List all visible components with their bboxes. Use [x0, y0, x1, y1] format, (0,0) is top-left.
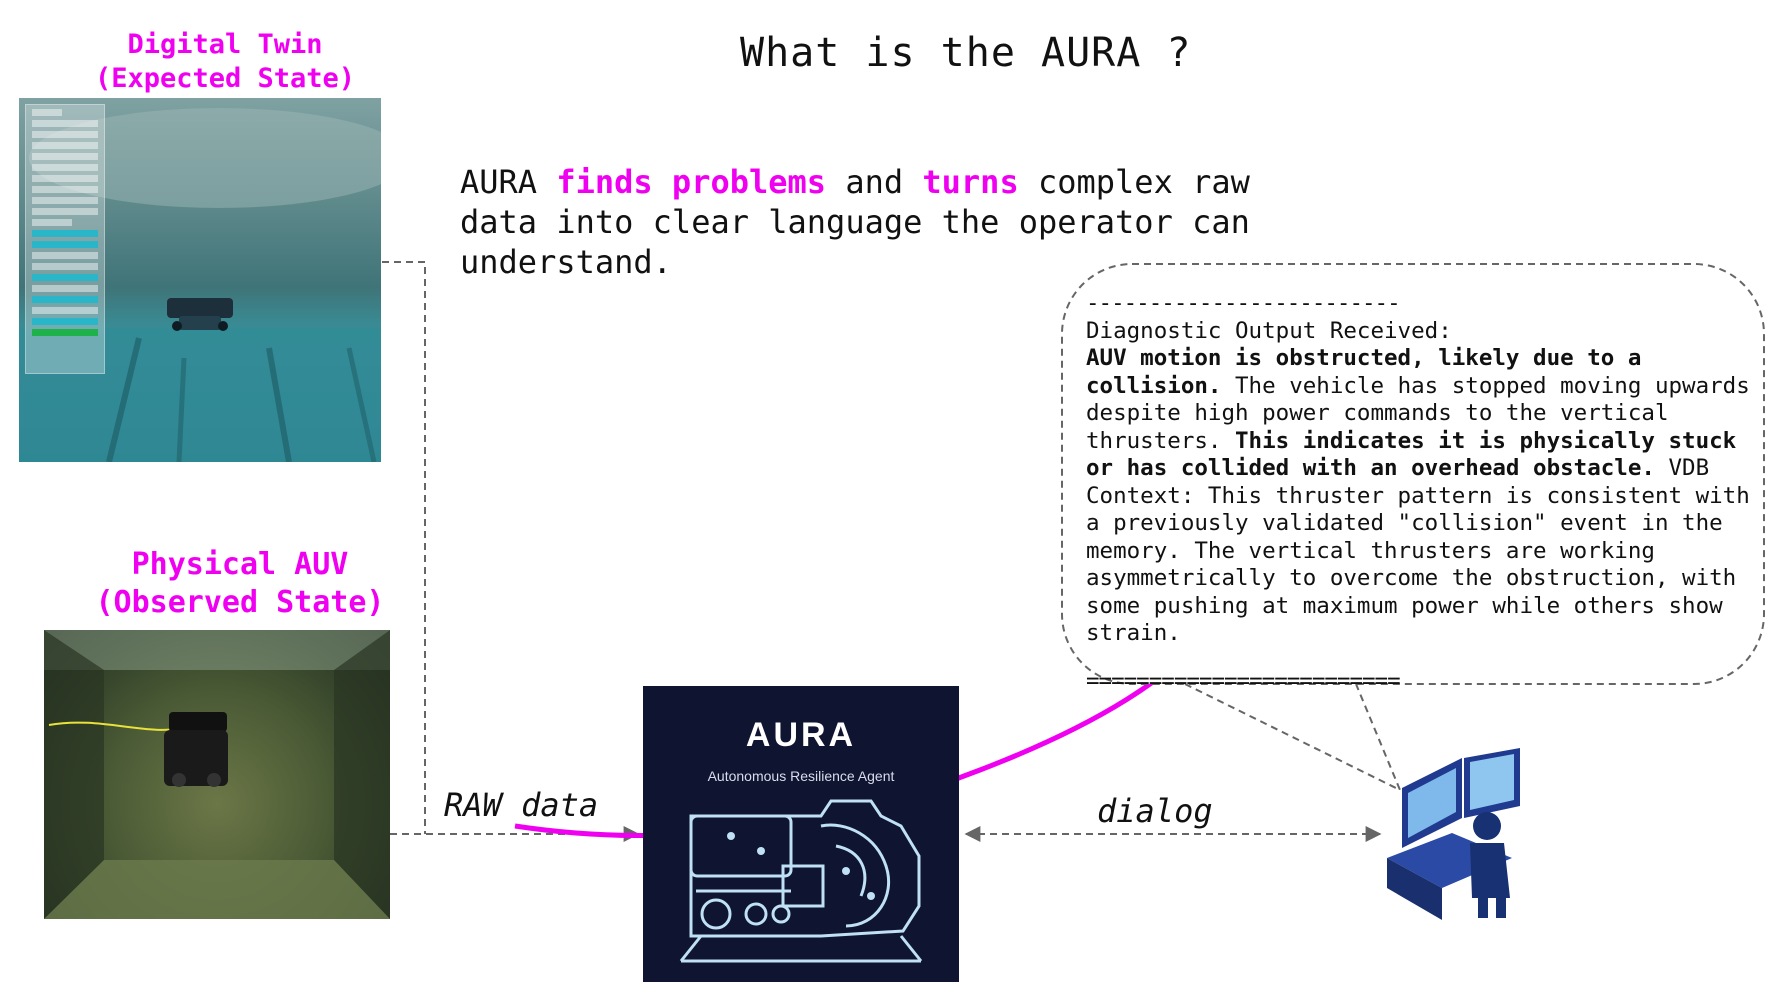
aura-agent-box: AURA Autonomous Resilience Agent — [643, 686, 959, 982]
simulation-scene — [19, 108, 381, 462]
physical-auv-label: Physical AUV (Observed State) — [70, 546, 410, 622]
simulation-control-panel — [25, 104, 105, 374]
twin-to-aura-connector — [382, 261, 426, 834]
diagnostic-text-2: VDB Context: This thruster pattern is co… — [1086, 455, 1750, 646]
digital-twin-label: Digital Twin (Expected State) — [60, 28, 390, 96]
bubble-tail — [1184, 683, 1402, 793]
raw-data-label: RAW data — [444, 786, 599, 824]
diagnostic-output-text: ------------------------- Diagnostic Out… — [1086, 290, 1766, 695]
diagnostic-text-1: The vehicle has stopped moving upwards d… — [1086, 372, 1750, 454]
physical-auv-photo — [44, 630, 390, 919]
intro-part3: complex raw data into clear language the… — [460, 163, 1250, 281]
digital-twin-label-line1: Digital Twin — [127, 29, 323, 60]
auv-robot-icon — [164, 712, 228, 787]
diagnostic-bubble — [1061, 263, 1765, 685]
operator-workstation-icon — [1387, 748, 1520, 920]
physical-auv-label-line2: (Observed State) — [95, 585, 385, 620]
intro-highlight-finds-problems: finds problems — [556, 163, 827, 201]
diagnostic-header: Diagnostic Output Received: — [1086, 317, 1452, 344]
diagnostic-bold-2: This indicates it is physically stuck or… — [1086, 427, 1737, 482]
diagnostic-rule-top: ------------------------- — [1086, 290, 1401, 316]
intro-text: AURA finds problems and turns complex ra… — [460, 162, 1280, 282]
auv-brain-logo-icon — [679, 799, 923, 963]
diagnostic-rule-bottom: ========================= — [1086, 667, 1401, 694]
intro-highlight-turns: turns — [922, 163, 1019, 201]
digital-twin-label-line2: (Expected State) — [94, 63, 356, 94]
aura-subtitle: Autonomous Resilience Agent — [707, 768, 895, 784]
intro-part2: and — [826, 163, 923, 201]
diagnostic-bold-1: AUV motion is obstructed, likely due to … — [1086, 345, 1642, 399]
diagnostic-body: AUV motion is obstructed, likely due to … — [1086, 345, 1766, 648]
physical-auv-label-line1: Physical AUV — [131, 547, 349, 582]
tank-scene — [44, 630, 390, 919]
page-title: What is the AURA ? — [740, 30, 1192, 76]
aura-title: AURA — [745, 716, 857, 754]
intro-part1: AURA — [460, 163, 557, 201]
dialog-label: dialog — [1097, 792, 1213, 830]
simulated-auv-icon — [167, 298, 233, 331]
digital-twin-image — [19, 98, 381, 462]
